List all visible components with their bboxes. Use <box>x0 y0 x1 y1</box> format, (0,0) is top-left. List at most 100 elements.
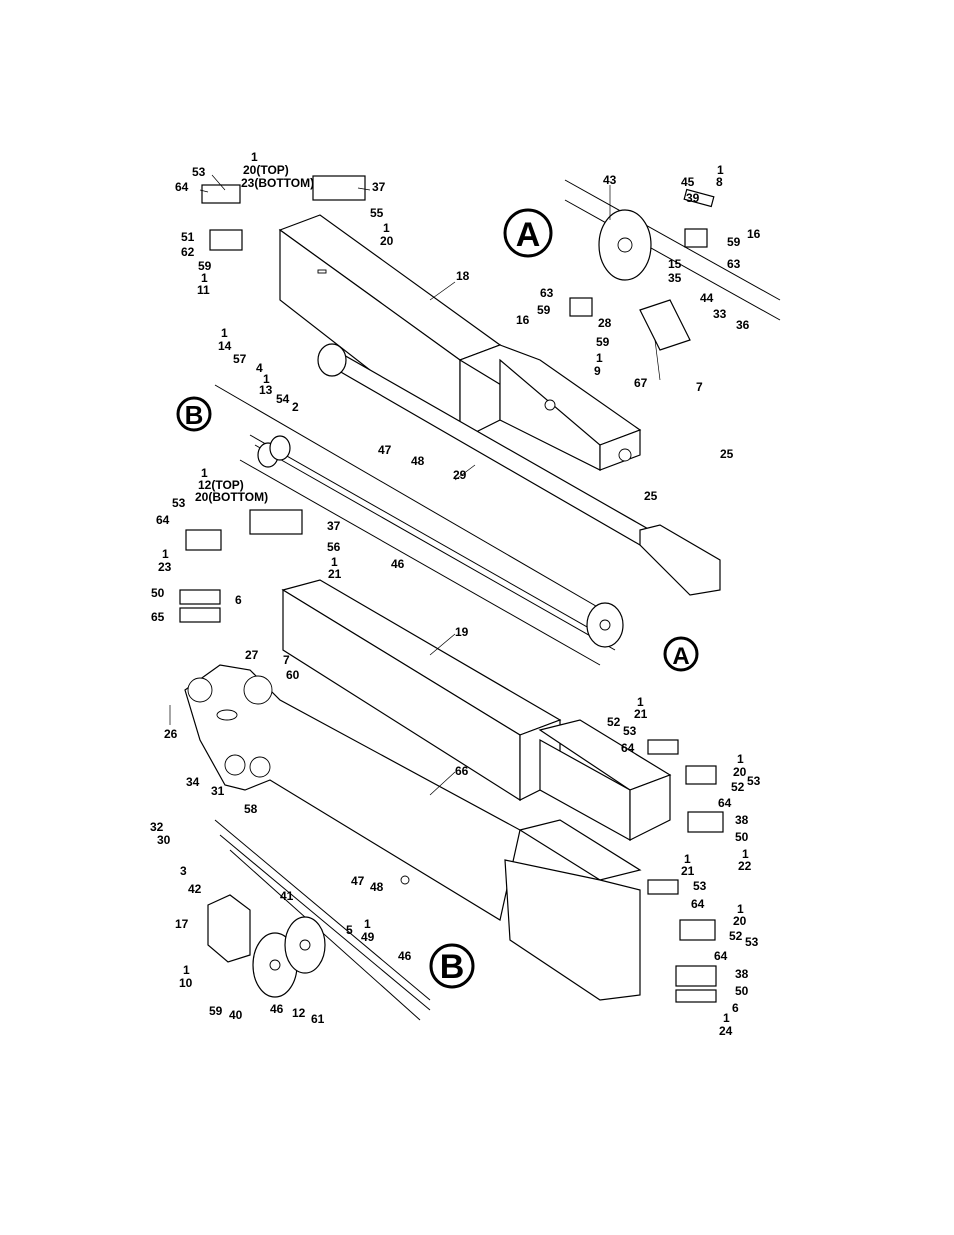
callout-64: 64 <box>714 949 728 963</box>
callout-67: 67 <box>634 376 648 390</box>
callout-38: 38 <box>735 967 749 981</box>
callout-52: 52 <box>731 780 745 794</box>
detail-marker-a-top: A <box>503 208 553 258</box>
callout-47: 47 <box>378 443 392 457</box>
callout-25: 25 <box>644 489 658 503</box>
callout-23-bottom: 23(BOTTOM) <box>241 176 314 190</box>
callout-36: 36 <box>736 318 750 332</box>
callout-1: 1 <box>737 902 744 916</box>
callout-46: 46 <box>391 557 405 571</box>
callout-7: 7 <box>283 653 290 667</box>
callout-23: 23 <box>158 560 172 574</box>
callout-15: 15 <box>668 257 682 271</box>
callout-1: 1 <box>331 555 338 569</box>
callout-1: 1 <box>183 963 190 977</box>
boom-section-18 <box>278 214 642 471</box>
hydraulic-cylinder-29 <box>317 343 721 596</box>
callout-21: 21 <box>634 707 648 721</box>
callout-1: 1 <box>201 466 208 480</box>
callout-50: 50 <box>735 984 749 998</box>
callout-21: 21 <box>681 864 695 878</box>
callout-48: 48 <box>370 880 384 894</box>
callout-54: 54 <box>276 392 290 406</box>
callout-59: 59 <box>596 335 610 349</box>
callout-53: 53 <box>172 496 186 510</box>
callout-59: 59 <box>209 1004 223 1018</box>
callout-14: 14 <box>218 339 232 353</box>
callout-20-bottom: 20(BOTTOM) <box>195 490 268 504</box>
callout-55: 55 <box>370 206 384 220</box>
callout-10: 10 <box>179 976 193 990</box>
callout-42: 42 <box>188 882 202 896</box>
callout-20-top: 20(TOP) <box>243 163 289 177</box>
callout-52: 52 <box>729 929 743 943</box>
callout-3: 3 <box>180 864 187 878</box>
callout-2: 2 <box>292 400 299 414</box>
callout-1: 1 <box>684 852 691 866</box>
wear-pads <box>179 175 724 1003</box>
callout-40: 40 <box>229 1008 243 1022</box>
cable-assembly-upper <box>214 384 624 666</box>
callout-8: 8 <box>716 175 723 189</box>
callout-22: 22 <box>738 859 752 873</box>
callout-1: 1 <box>717 163 724 177</box>
callout-1: 1 <box>263 372 270 386</box>
callout-7: 7 <box>696 380 703 394</box>
callout-1: 1 <box>364 917 371 931</box>
callout-50: 50 <box>151 586 165 600</box>
callout-12: 12 <box>292 1006 306 1020</box>
callout-51: 51 <box>181 230 195 244</box>
callout-63: 63 <box>727 257 741 271</box>
cable-assembly-lower <box>207 819 431 1021</box>
svg-text:A: A <box>672 643 689 670</box>
callout-33: 33 <box>713 307 727 321</box>
callout-6: 6 <box>732 1001 739 1015</box>
callout-62: 62 <box>181 245 195 259</box>
callout-4: 4 <box>256 361 263 375</box>
callout-53: 53 <box>192 165 206 179</box>
callout-19: 19 <box>455 625 469 639</box>
callout-46: 46 <box>398 949 412 963</box>
callout-6: 6 <box>235 593 242 607</box>
callout-13: 13 <box>259 383 273 397</box>
boom-section-66 <box>184 664 642 1001</box>
callout-59: 59 <box>537 303 551 317</box>
detail-marker-a-mid: A <box>663 636 699 672</box>
callout-65: 65 <box>151 610 165 624</box>
callout-43: 43 <box>603 173 617 187</box>
callout-20: 20 <box>380 234 394 248</box>
boom-section-19 <box>281 579 672 842</box>
callout-32: 32 <box>150 820 164 834</box>
callout-11: 11 <box>197 283 210 297</box>
callout-1: 1 <box>162 547 169 561</box>
callout-1: 1 <box>221 326 228 340</box>
callout-57: 57 <box>233 352 247 366</box>
callout-1: 1 <box>742 847 749 861</box>
callout-24: 24 <box>719 1024 733 1038</box>
callout-53: 53 <box>693 879 707 893</box>
callout-16: 16 <box>747 227 761 241</box>
callout-37: 37 <box>372 180 386 194</box>
callout-16: 16 <box>516 313 530 327</box>
callout-64: 64 <box>718 796 732 810</box>
callout-45: 45 <box>681 175 695 189</box>
callout-64: 64 <box>156 513 170 527</box>
callout-53: 53 <box>745 935 759 949</box>
callout-59: 59 <box>198 259 212 273</box>
callout-9: 9 <box>594 364 601 378</box>
callout-27: 27 <box>245 648 259 662</box>
callout-28: 28 <box>598 316 612 330</box>
callout-30: 30 <box>157 833 171 847</box>
leader-lines <box>169 174 661 796</box>
callout-59: 59 <box>727 235 741 249</box>
callout-53: 53 <box>623 724 637 738</box>
callout-1: 1 <box>737 752 744 766</box>
detail-a-sheave <box>564 179 781 351</box>
callout-63: 63 <box>540 286 554 300</box>
callout-labels: 53 1 20(TOP) 23(BOTTOM) 64 37 55 1 20 51… <box>150 150 761 1038</box>
callout-34: 34 <box>186 775 200 789</box>
callout-20: 20 <box>733 914 747 928</box>
callout-26: 26 <box>164 727 178 741</box>
callout-64: 64 <box>175 180 189 194</box>
